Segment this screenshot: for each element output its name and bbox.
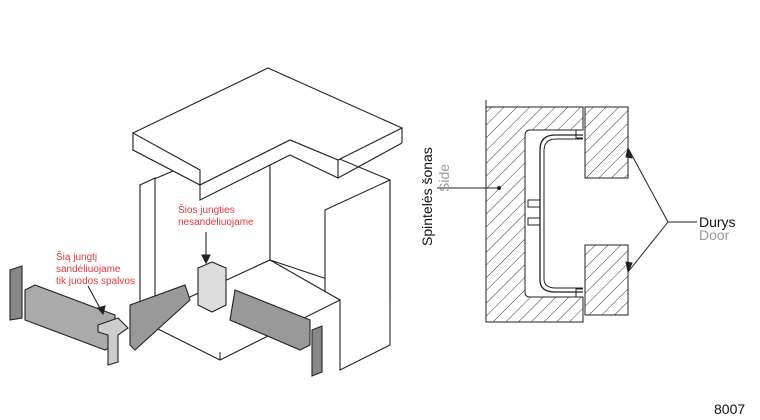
note-not-stocked-line2: nesandėliuojame xyxy=(178,217,254,228)
side-panel-section xyxy=(485,106,584,323)
door-top-section xyxy=(584,106,629,179)
plinth-right xyxy=(229,289,311,351)
plinth-left-2 xyxy=(129,284,191,351)
side-label: Spintelės šonas xyxy=(419,147,435,246)
t-connector xyxy=(97,317,129,366)
note-black-only-line1: Šią jungtį xyxy=(56,250,97,263)
end-cap-right xyxy=(311,325,323,377)
plinth-left-1 xyxy=(24,284,116,351)
door-label-en: Door xyxy=(699,227,730,243)
corner-connector xyxy=(197,261,227,313)
isometric-cabinet xyxy=(9,67,404,377)
note-black-only-line2: sandėliuojame xyxy=(56,264,121,275)
note-not-stocked-line1: Šios jungties xyxy=(178,203,235,216)
note-black-only-line3: tik juodos spalvos xyxy=(56,276,135,287)
cross-section xyxy=(437,100,697,323)
door-label: Durys xyxy=(699,214,736,230)
handle-profile xyxy=(539,134,583,293)
door-bottom-section xyxy=(584,244,629,316)
side-panel-right xyxy=(324,179,391,371)
product-code: 8007 xyxy=(714,401,745,417)
side-label-en: Side xyxy=(436,164,452,192)
end-cap-left xyxy=(9,265,23,321)
